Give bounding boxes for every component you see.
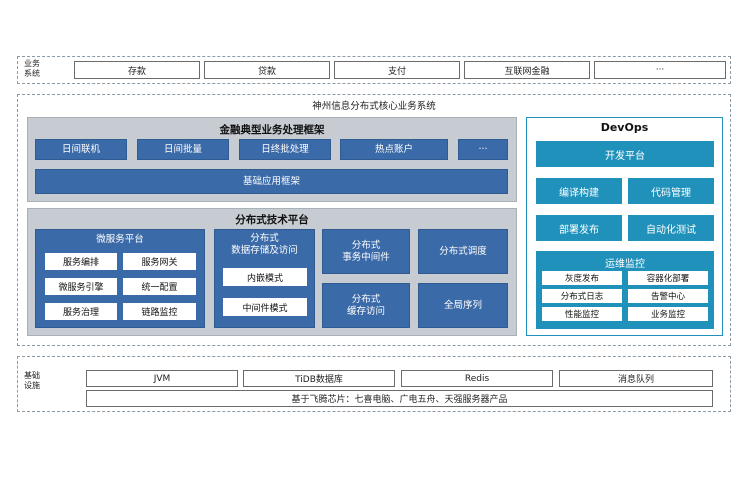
infra-item-mq: 消息队列 bbox=[559, 370, 713, 387]
micro-item-orchestration: 服务编排 bbox=[45, 253, 117, 270]
micro-item-governance: 服务治理 bbox=[45, 303, 117, 320]
infrastructure-label: 基础 设施 bbox=[24, 371, 40, 390]
infra-item-jvm: JVM bbox=[86, 370, 238, 387]
ops-item-alert: 告警中心 bbox=[628, 289, 708, 303]
ops-item-logging: 分布式日志 bbox=[542, 289, 622, 303]
micro-item-gateway: 服务网关 bbox=[123, 253, 196, 270]
devops-item-deploy: 部署发布 bbox=[536, 215, 622, 241]
framework-item-day-online: 日间联机 bbox=[35, 139, 127, 160]
storage-item-embedded: 内嵌模式 bbox=[223, 268, 307, 286]
distributed-transaction: 分布式 事务中间件 bbox=[322, 229, 410, 274]
business-item-payment: 支付 bbox=[334, 61, 460, 79]
devops-item-code-mgmt: 代码管理 bbox=[628, 178, 714, 204]
business-item-more: ··· bbox=[594, 61, 726, 79]
micro-item-engine: 微服务引擎 bbox=[45, 278, 117, 295]
devops-item-autotest: 自动化测试 bbox=[628, 215, 714, 241]
framework-base: 基础应用框架 bbox=[35, 169, 508, 194]
framework-item-more: ··· bbox=[458, 139, 508, 160]
distributed-scheduling: 分布式调度 bbox=[418, 229, 508, 274]
framework-item-hot-account: 热点账户 bbox=[340, 139, 448, 160]
business-systems-label: 业务 系统 bbox=[24, 59, 40, 78]
ops-item-performance: 性能监控 bbox=[542, 307, 622, 321]
ops-monitoring-title: 运维监控 bbox=[605, 259, 645, 270]
ops-item-gray-release: 灰度发布 bbox=[542, 271, 622, 285]
ops-item-container: 容器化部署 bbox=[628, 271, 708, 285]
business-item-deposit: 存款 bbox=[74, 61, 200, 79]
micro-item-config: 统一配置 bbox=[123, 278, 196, 295]
framework-item-day-batch: 日间批量 bbox=[137, 139, 229, 160]
infra-item-tidb: TiDB数据库 bbox=[243, 370, 395, 387]
framework-item-eod-batch: 日终批处理 bbox=[239, 139, 331, 160]
distributed-cache: 分布式 缓存访问 bbox=[322, 283, 410, 328]
devops-dev-platform: 开发平台 bbox=[536, 141, 714, 167]
business-item-loan: 贷款 bbox=[204, 61, 330, 79]
ops-item-business: 业务监控 bbox=[628, 307, 708, 321]
devops-item-build: 编译构建 bbox=[536, 178, 622, 204]
tech-platform-title: 分布式技术平台 bbox=[235, 214, 309, 226]
infra-item-redis: Redis bbox=[401, 370, 553, 387]
micro-item-tracing: 链路监控 bbox=[123, 303, 196, 320]
core-system-title: 神州信息分布式核心业务系统 bbox=[312, 101, 436, 112]
framework-title: 金融典型业务处理框架 bbox=[219, 124, 325, 136]
storage-item-middleware: 中间件模式 bbox=[223, 298, 307, 316]
business-item-internet-finance: 互联网金融 bbox=[464, 61, 590, 79]
global-sequence: 全局序列 bbox=[418, 283, 508, 328]
devops-title: DevOps bbox=[600, 121, 649, 134]
infra-chip: 基于飞腾芯片：七喜电脑、广电五舟、天强服务器产品 bbox=[86, 390, 713, 407]
